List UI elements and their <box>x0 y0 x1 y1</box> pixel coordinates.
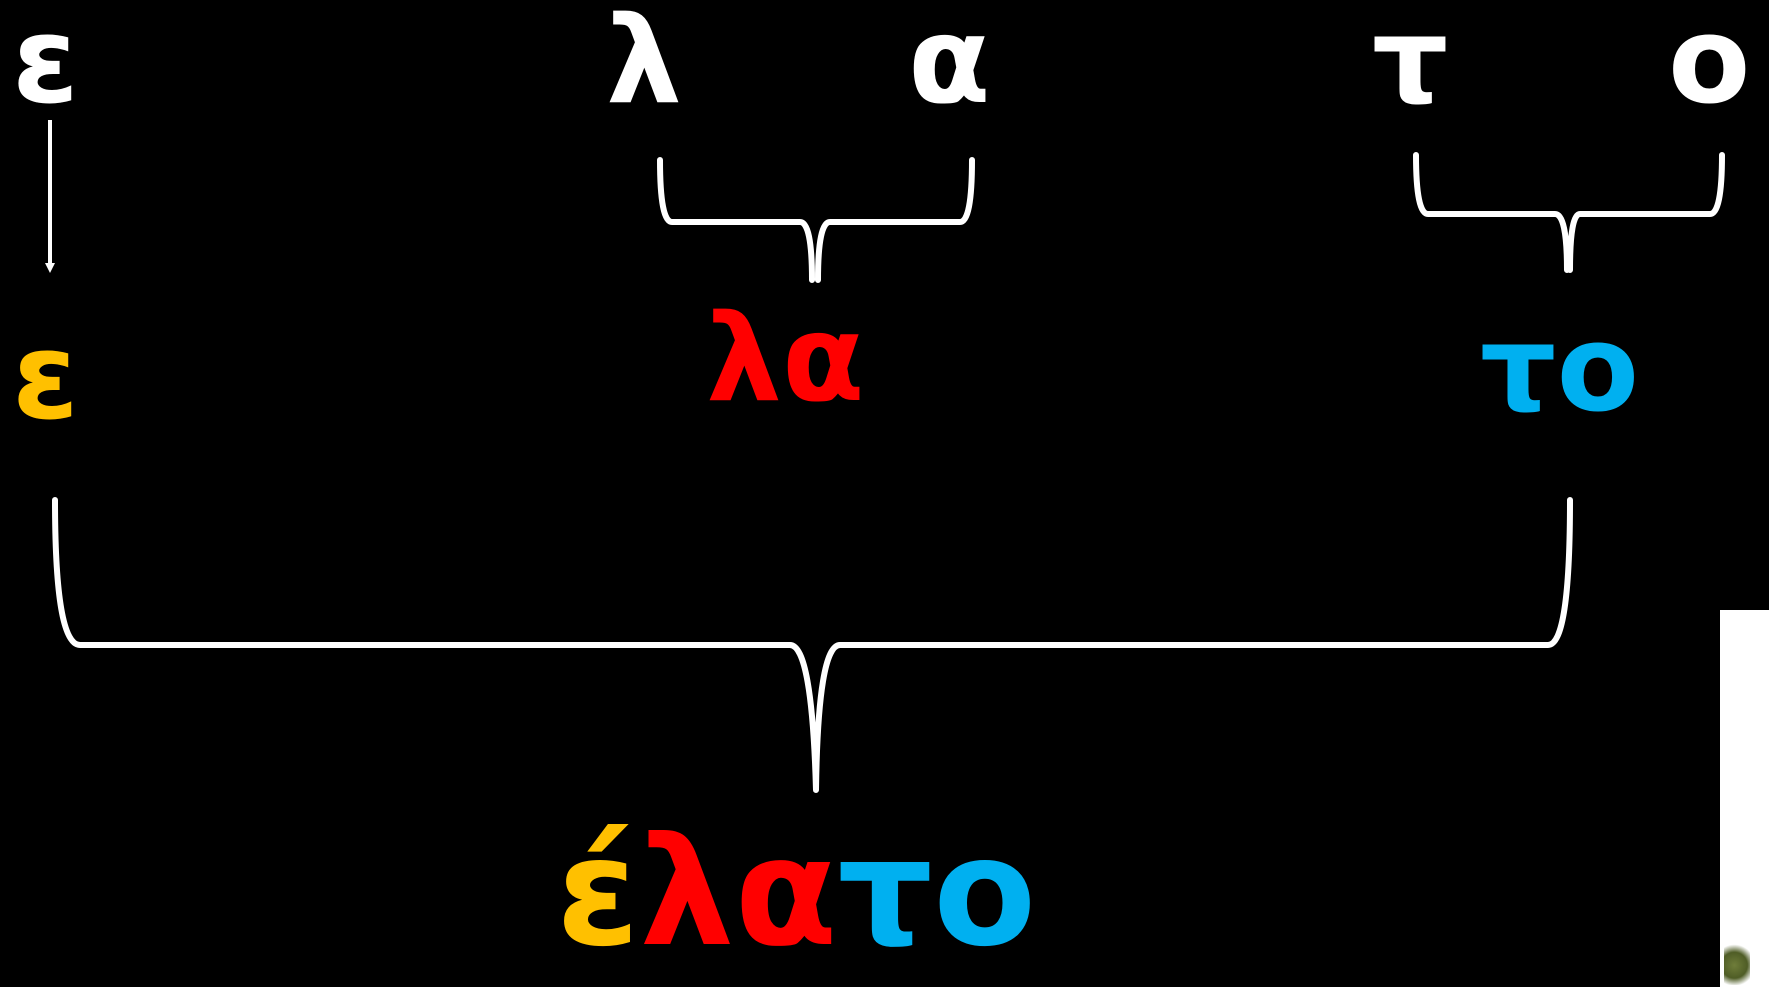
brace-word <box>52 497 1573 793</box>
syllable-2: λα <box>706 290 865 429</box>
word-part-1: έ <box>556 806 640 980</box>
source-letter-o: ο <box>1668 0 1751 131</box>
final-word: έλατο <box>556 818 1036 968</box>
fir-tree-image <box>1720 610 1769 987</box>
syllable-3: το <box>1480 300 1640 439</box>
syllable-1: ε <box>12 308 79 447</box>
source-letter-a: α <box>908 0 991 131</box>
brace-to <box>1413 152 1725 273</box>
source-letter-e: ε <box>12 0 79 131</box>
source-letter-l: λ <box>606 0 682 131</box>
word-part-2: λα <box>639 806 838 980</box>
word-part-3: το <box>837 806 1037 980</box>
tree-foliage-icon <box>1724 941 1750 985</box>
brace-la <box>657 157 975 283</box>
source-letter-t: τ <box>1372 0 1449 131</box>
